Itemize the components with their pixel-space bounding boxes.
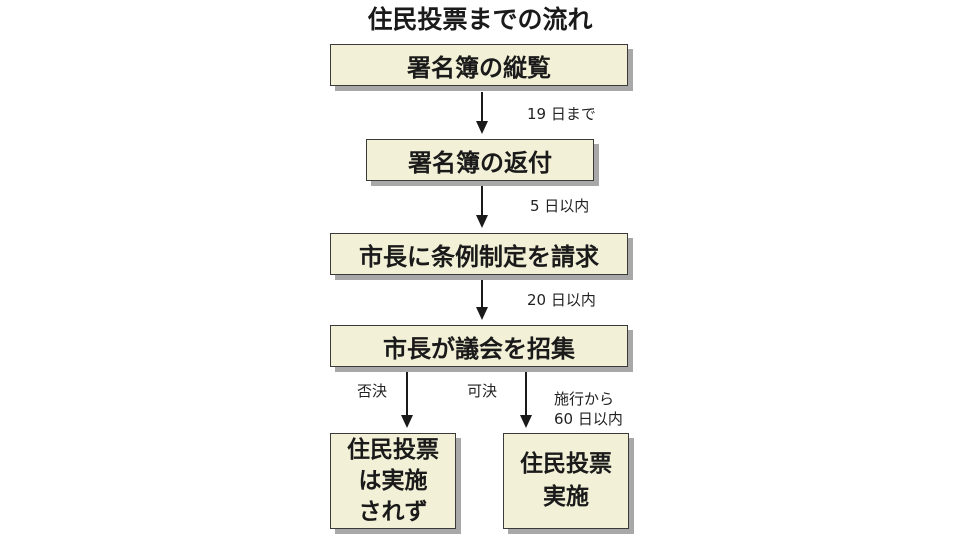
outcome-label: 住民投票 は実施 されず [347, 436, 439, 525]
arrow-label-deadline-1: 19 日まで [527, 105, 596, 123]
arrow-label-deadline-2: 5 日以内 [530, 197, 590, 215]
outcome-box-not-held: 住民投票 は実施 されず [330, 433, 456, 529]
arrow-step1-to-step2 [476, 92, 488, 134]
diagram-title: 住民投票までの流れ [367, 5, 593, 34]
arrow-label-deadline-3: 20 日以内 [527, 291, 596, 309]
outcome-label: 住民投票 実施 [520, 451, 612, 510]
arrow-label-rejected: 否決 [357, 382, 388, 400]
step-box-signature-inspection: 署名簿の縦覧 [330, 44, 628, 86]
arrow-rejected [401, 372, 413, 428]
step-box-assembly-convened: 市長が議会を招集 [330, 325, 628, 367]
arrow-step3-to-step4 [476, 280, 488, 320]
step-box-label: 署名簿の返付 [408, 148, 552, 177]
arrow-step2-to-step3 [476, 186, 488, 228]
step-box-label: 市長に条例制定を請求 [359, 242, 599, 271]
step-box-request-to-mayor: 市長に条例制定を請求 [330, 233, 628, 275]
step-box-label: 署名簿の縦覧 [407, 53, 551, 82]
arrow-label-approved: 可決 [467, 382, 498, 400]
outcome-box-held: 住民投票 実施 [503, 433, 629, 529]
arrow-label-approved-deadline: 施行から 60 日以内 [554, 390, 623, 428]
step-box-signature-return: 署名簿の返付 [366, 139, 594, 181]
step-box-label: 市長が議会を招集 [383, 334, 575, 363]
arrow-approved [520, 372, 532, 428]
